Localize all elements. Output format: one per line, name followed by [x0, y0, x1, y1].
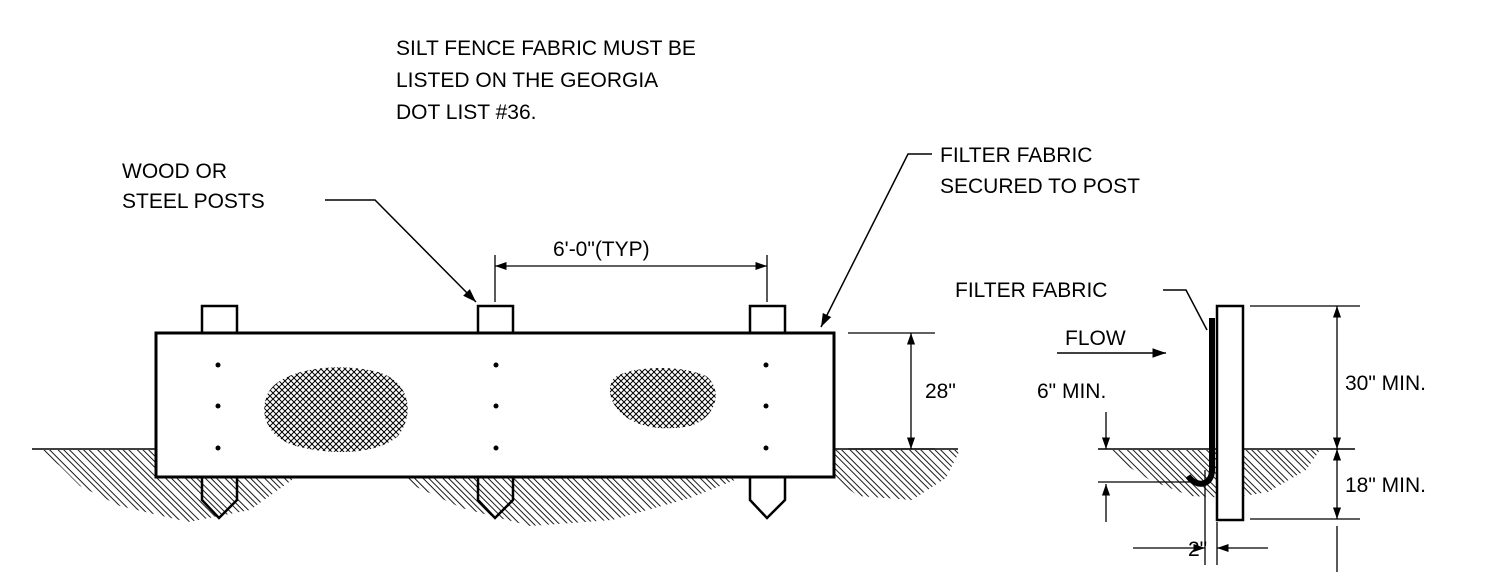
fabric-mesh-patch-2 [609, 367, 716, 429]
posts-label-line-2: STEEL POSTS [122, 190, 265, 213]
fence-height-label: 28" [925, 380, 956, 403]
fastener-dots [215, 362, 769, 451]
post-top-2 [476, 304, 515, 335]
fabric-secured-label-line-1: FILTER FABRIC [940, 144, 1092, 167]
post-tip-1 [200, 477, 239, 520]
fabric-mesh-patch-1 [264, 367, 408, 452]
posts-leader-arrow [325, 199, 477, 303]
note-line-1: SILT FENCE FABRIC MUST BE [396, 37, 696, 60]
fabric-listing-note: SILT FENCE FABRIC MUST BE LISTED ON THE … [396, 37, 696, 124]
section-post [1215, 304, 1245, 522]
post-spacing-label: 6'-0"(TYP) [553, 238, 650, 261]
post-offset-label: 2" [1188, 538, 1207, 561]
posts-label-line-1: WOOD OR [122, 160, 227, 183]
section-fabric-leader [1163, 289, 1208, 331]
flow-label: FLOW [1065, 327, 1126, 350]
post-top-3 [748, 304, 787, 335]
trench-depth-label: 6" MIN. [1037, 380, 1106, 403]
note-line-2: LISTED ON THE GEORGIA [396, 69, 658, 92]
fence-elevation-view: WOOD OR STEEL POSTS FILTER FABRIC SECURE… [32, 144, 1140, 526]
fabric-secured-leader-arrow [820, 153, 932, 328]
post-top-1 [200, 304, 239, 335]
soil-hatch-right [820, 450, 960, 500]
embed-min-label: 18" MIN. [1345, 474, 1426, 497]
post-tip-2 [476, 477, 515, 520]
section-fabric-label: FILTER FABRIC [955, 279, 1107, 302]
fabric-secured-label-line-2: SECURED TO POST [940, 175, 1140, 198]
post-tip-3 [748, 477, 787, 520]
note-line-3: DOT LIST #36. [396, 101, 536, 124]
height-min-label: 30" MIN. [1345, 372, 1426, 395]
fence-section-view: FILTER FABRIC FLOW 6" MIN. 30" MIN. 18" … [955, 279, 1426, 572]
